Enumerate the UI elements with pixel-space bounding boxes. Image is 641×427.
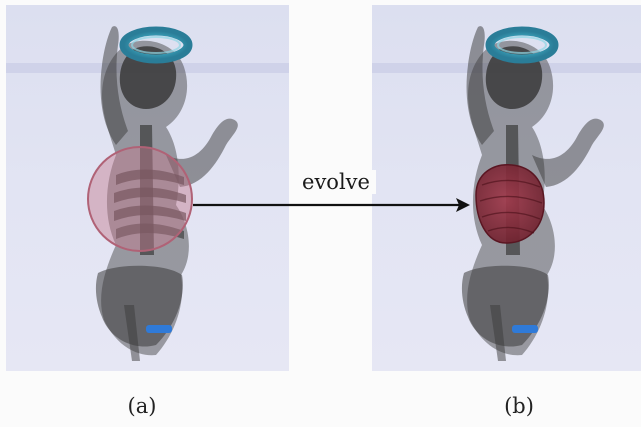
arrow-label: evolve — [296, 170, 376, 194]
caption-a: (a) — [112, 394, 172, 418]
panel-a-scan — [6, 5, 289, 371]
feet-marker — [512, 325, 538, 333]
panel-b-scan — [372, 5, 641, 371]
feet-marker — [146, 325, 172, 333]
scan-image-a — [6, 5, 289, 371]
evolved-contour-region — [476, 165, 544, 243]
caption-b: (b) — [489, 394, 549, 418]
initial-contour-circle — [88, 147, 192, 251]
scan-image-b — [372, 5, 641, 371]
